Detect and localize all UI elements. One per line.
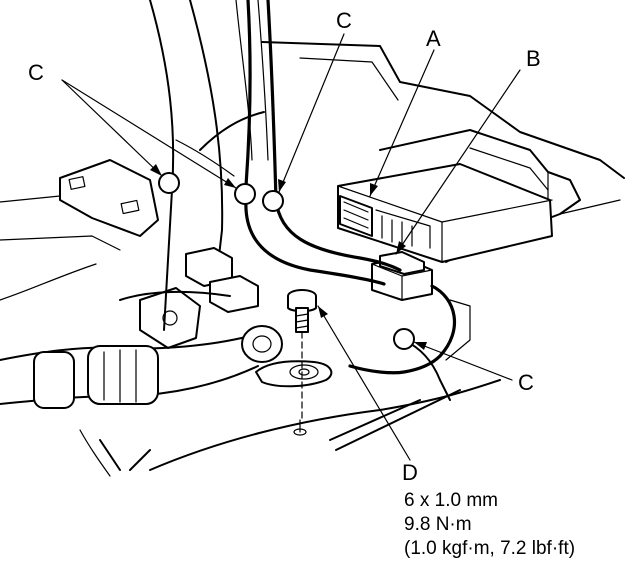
bolt-size-label: 6 x 1.0 mm (404, 490, 498, 511)
left-bracket (0, 159, 159, 251)
column-connector-icon (185, 247, 259, 313)
base-plate (255, 360, 461, 451)
callout-c-lower: C (518, 370, 534, 395)
callout-c-upper-right: C (336, 8, 352, 33)
floor-outline (0, 199, 621, 477)
torque-label: 9.8 N·m (404, 514, 472, 535)
shift-linkage (0, 287, 501, 471)
wire-harness (175, 0, 457, 401)
control-unit-icon (337, 163, 553, 263)
callout-c-upper-left: C (28, 60, 44, 85)
callout-a: A (426, 26, 441, 51)
housing-outline (261, 41, 625, 263)
torque-alt-label: (1.0 kgf·m, 7.2 lbf·ft) (404, 538, 576, 559)
callout-b: B (526, 46, 541, 71)
clip-icon (158, 172, 415, 350)
leader-arrow-icon (61, 33, 521, 461)
connector-icon (371, 251, 433, 301)
bolt-icon (287, 289, 317, 421)
callout-d: D (402, 460, 418, 485)
